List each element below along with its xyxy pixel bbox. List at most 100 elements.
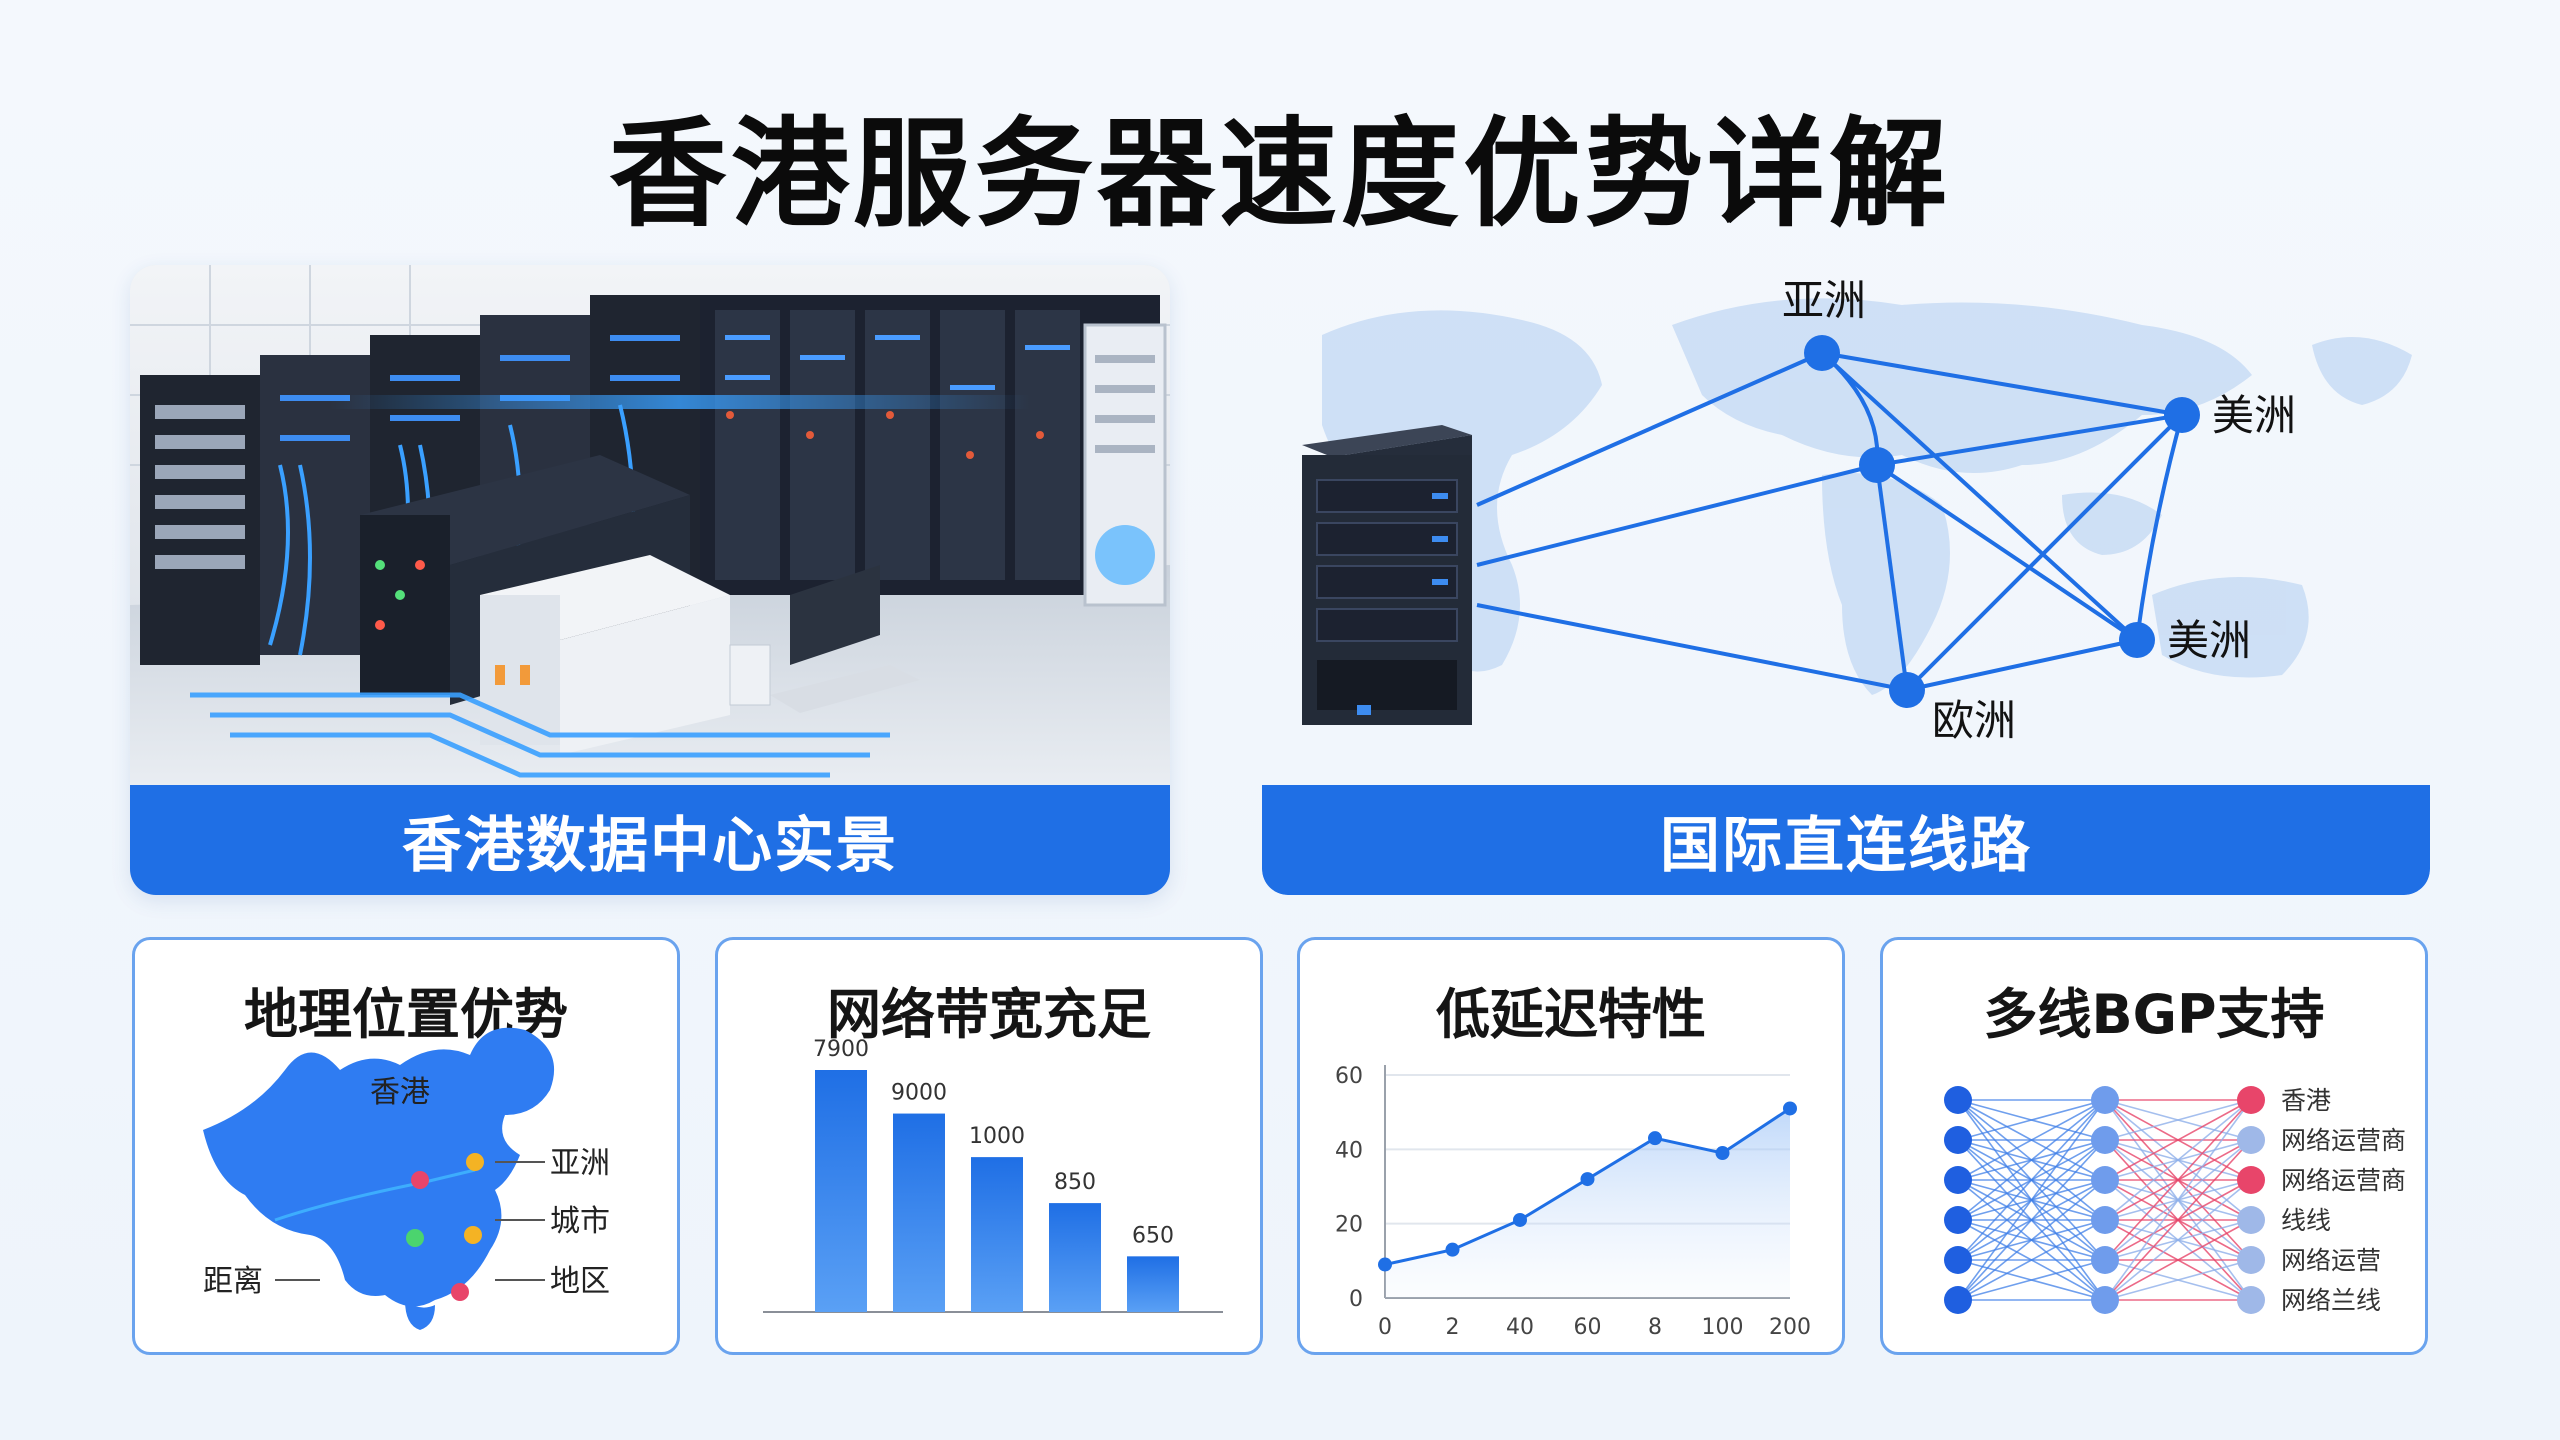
card-bgp: 多线BGP支持 香港网络运营商网络运营商线线网络运营网络兰线 — [1880, 937, 2428, 1355]
label-europe: 欧洲 — [1932, 696, 2016, 745]
page-title: 香港服务器速度优势详解 — [608, 105, 1951, 243]
bgp-link — [2104, 1099, 2252, 1301]
node-hub — [1859, 447, 1895, 483]
geo-label-region: 地区 — [550, 1264, 610, 1299]
bgp-node-source — [1944, 1086, 1972, 1114]
bgp-link — [1957, 1139, 2106, 1301]
bgp-node-target — [2237, 1126, 2265, 1154]
bar-2 — [971, 1157, 1023, 1312]
bgp-node-target — [2237, 1206, 2265, 1234]
latency-point-3 — [1580, 1172, 1595, 1187]
bgp-node-middle — [2091, 1286, 2119, 1314]
label-america-1: 美洲 — [2212, 391, 2296, 440]
latency-point-2 — [1513, 1212, 1527, 1227]
bgp-link — [1957, 1099, 2106, 1301]
bgp-node-target — [2237, 1086, 2265, 1114]
bar-label-3: 850 — [1054, 1170, 1096, 1195]
bgp-link — [1957, 1099, 2106, 1221]
bgp-node-target — [2237, 1286, 2265, 1314]
bgp-link — [2104, 1099, 2252, 1181]
latency-x-tick: 200 — [1769, 1315, 1811, 1340]
server-tower-icon — [1302, 425, 1472, 725]
geo-label-distance: 距离 — [203, 1264, 263, 1299]
bgp-node-middle — [2091, 1206, 2119, 1234]
geo-label-asia: 亚洲 — [550, 1146, 610, 1181]
bar-label-1: 9000 — [891, 1081, 947, 1106]
bgp-link — [2104, 1099, 2252, 1261]
bgp-link — [2104, 1219, 2252, 1301]
card-bandwidth: 网络带宽充足 7900 9000 1000 850 650 — [715, 937, 1263, 1355]
world-network-illustration: 亚洲 美洲 美洲 欧洲 — [1302, 276, 2412, 745]
latency-y-tick: 0 — [1349, 1287, 1363, 1312]
geo-label-city: 城市 — [550, 1204, 610, 1239]
bgp-node-target — [2237, 1166, 2265, 1194]
latency-y-tick: 60 — [1335, 1064, 1363, 1089]
bgp-node-middle — [2091, 1166, 2119, 1194]
card-latency-title: 低延迟特性 — [1436, 983, 1706, 1046]
bgp-node-source — [1944, 1166, 1972, 1194]
network-banner: 国际直连线路 — [1262, 785, 2430, 895]
bar-label-4: 650 — [1132, 1223, 1174, 1248]
latency-y-tick: 40 — [1335, 1138, 1363, 1163]
latency-point-4 — [1648, 1131, 1662, 1146]
bgp-link — [1957, 1219, 2106, 1301]
bgp-link — [2104, 1259, 2252, 1301]
bgp-node-source — [1944, 1286, 1972, 1314]
geo-label-hongkong: 香港 — [370, 1075, 430, 1110]
bar-label-0: 7900 — [813, 1037, 869, 1062]
bgp-legend-label: 网络运营商 — [2281, 1166, 2406, 1195]
label-america-2: 美洲 — [2167, 616, 2251, 665]
latency-x-tick: 8 — [1648, 1315, 1662, 1340]
latency-point-6 — [1783, 1101, 1797, 1116]
latency-point-5 — [1715, 1146, 1730, 1161]
card-bandwidth-title: 网络带宽充足 — [827, 983, 1151, 1046]
bgp-legend-label: 网络运营商 — [2281, 1126, 2406, 1155]
bgp-link — [1957, 1179, 2106, 1301]
bgp-node-source — [1944, 1246, 1972, 1274]
latency-x-tick: 40 — [1506, 1315, 1534, 1340]
network-hero: 亚洲 美洲 美洲 欧洲 国际直连线路 — [1262, 265, 2430, 895]
bgp-node-source — [1944, 1206, 1972, 1234]
datacenter-illustration — [130, 265, 1170, 785]
node-europe — [1889, 672, 1925, 708]
node-america-2 — [2119, 622, 2155, 658]
bgp-link — [1957, 1099, 2106, 1181]
latency-x-tick: 60 — [1574, 1315, 1602, 1340]
bar-3 — [1049, 1203, 1101, 1312]
bar-0 — [815, 1070, 867, 1312]
bgp-link — [1957, 1099, 2106, 1261]
bgp-node-source — [1944, 1126, 1972, 1154]
bgp-link — [2104, 1139, 2252, 1301]
bgp-legend-label: 线线 — [2281, 1206, 2331, 1235]
node-america-1 — [2164, 397, 2200, 433]
latency-point-1 — [1445, 1242, 1460, 1257]
bgp-link — [2104, 1099, 2252, 1141]
bgp-link — [1957, 1259, 2106, 1301]
bgp-legend-label: 网络兰线 — [2281, 1286, 2381, 1315]
latency-area — [1385, 1108, 1790, 1298]
network-links — [1476, 351, 2184, 692]
bgp-node-target — [2237, 1246, 2265, 1274]
datacenter-hero: 香港数据中心实景 — [130, 265, 1170, 895]
bandwidth-bar-chart: 7900 9000 1000 850 650 — [763, 1037, 1223, 1313]
bgp-legend-label: 香港 — [2281, 1086, 2331, 1115]
bgp-node-middle — [2091, 1246, 2119, 1274]
bgp-legend-label: 网络运营 — [2281, 1246, 2381, 1275]
label-asia: 亚洲 — [1782, 276, 1866, 325]
card-bgp-title: 多线BGP支持 — [1983, 983, 2325, 1046]
bgp-node-middle — [2091, 1126, 2119, 1154]
bar-label-2: 1000 — [969, 1124, 1025, 1149]
latency-x-tick: 0 — [1378, 1315, 1392, 1340]
latency-x-tick: 100 — [1702, 1315, 1744, 1340]
bgp-link — [2104, 1179, 2252, 1301]
bgp-link — [2104, 1099, 2252, 1221]
datacenter-banner: 香港数据中心实景 — [130, 785, 1170, 895]
latency-point-0 — [1378, 1257, 1392, 1272]
latency-x-tick: 2 — [1446, 1315, 1460, 1340]
node-asia — [1804, 335, 1840, 371]
bar-1 — [893, 1113, 945, 1312]
card-geo: 地理位置优势 香港 亚洲 城市 距离 地区 — [132, 937, 680, 1355]
